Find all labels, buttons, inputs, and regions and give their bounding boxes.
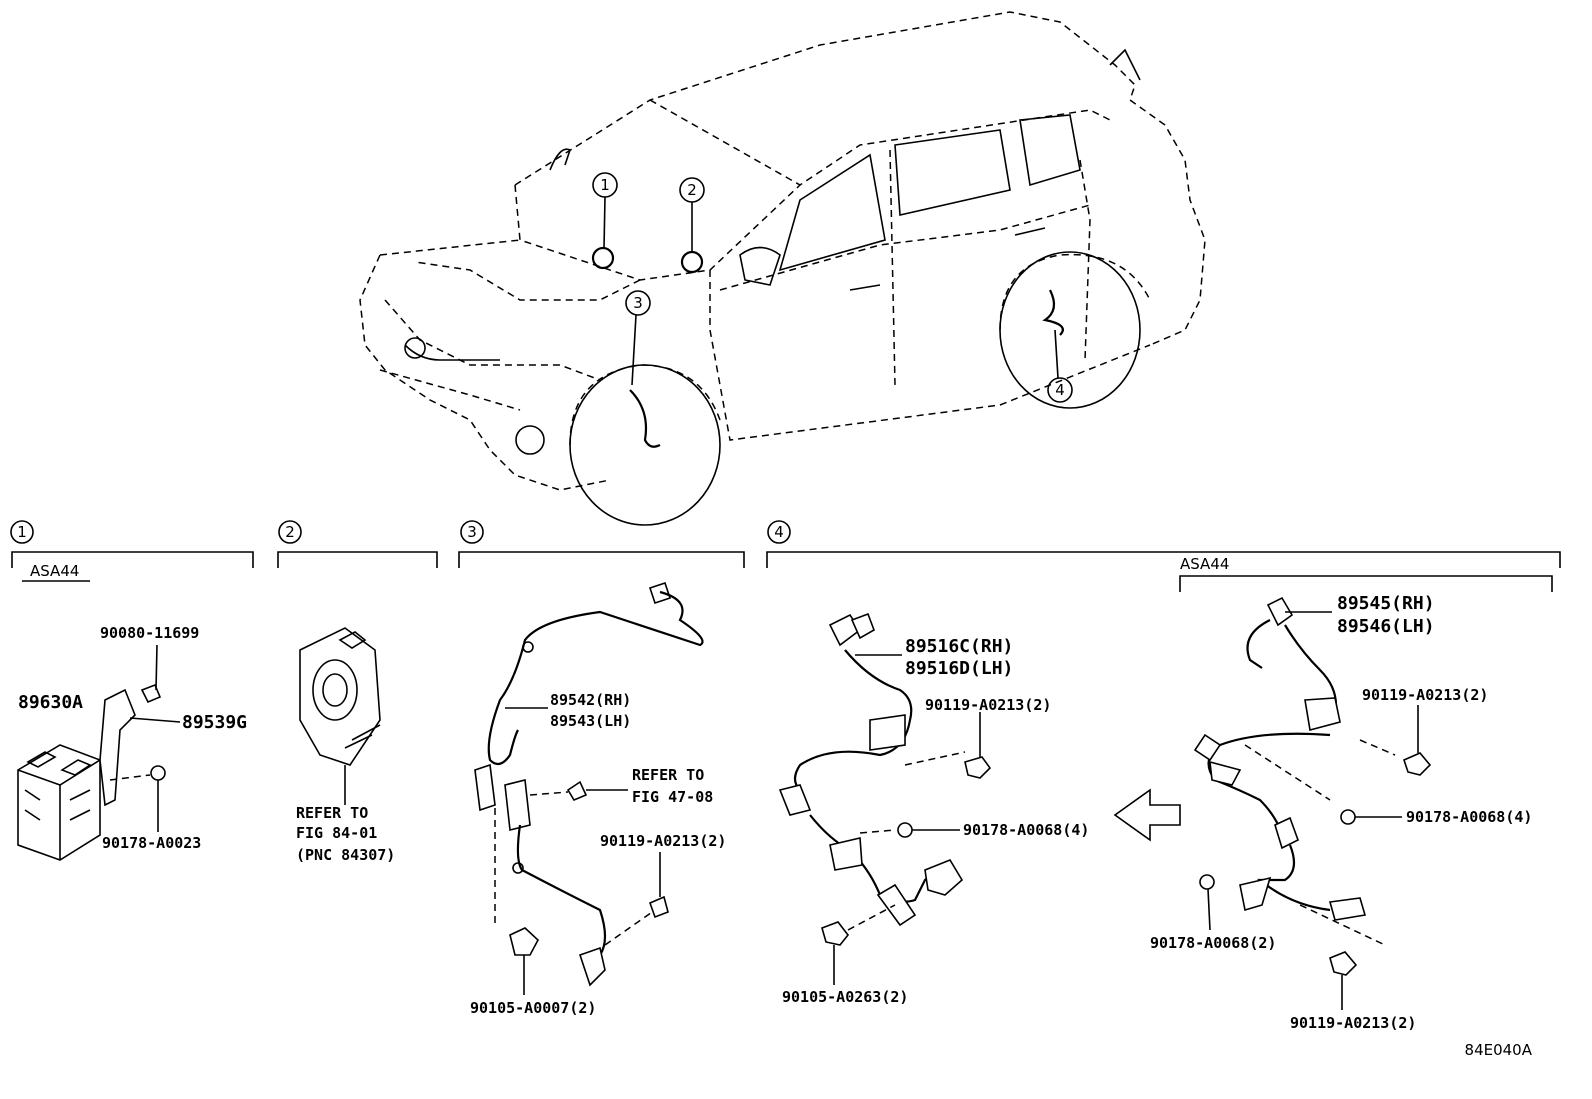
- section-3: 89542(RH) 89543(LH) REFER TO FIG 47-08 9…: [470, 581, 726, 1017]
- car-callout-2: 2: [679, 177, 705, 252]
- section-header-1: 1: [10, 520, 254, 568]
- vehicle-outline: [359, 11, 1206, 526]
- svg-text:2: 2: [687, 181, 697, 199]
- same-as-arrow: [1113, 788, 1181, 842]
- bolt-drawing-90119: [648, 852, 669, 919]
- nut-drawing-90178-right: [1340, 809, 1402, 825]
- part-90105-A0007: 90105-A0007(2): [470, 999, 596, 1017]
- figure-code: 84E040A: [1465, 1041, 1533, 1059]
- part-89539G: 89539G: [182, 712, 247, 733]
- section-2: REFER TO FIG 84-01 (PNC 84307): [296, 627, 395, 864]
- section-header-4: 4: [766, 520, 1561, 568]
- svg-text:2: 2: [285, 523, 295, 541]
- bolt-drawing-90119-left: [964, 712, 992, 779]
- part-89630A: 89630A: [18, 692, 83, 713]
- part-89546-lh: 89546(LH): [1337, 616, 1435, 637]
- section-4-left: 89516C(RH) 89516D(LH) 90119-A0213(2) 901…: [778, 612, 1089, 1006]
- car-callout-4: 4: [1047, 329, 1073, 403]
- part-90119-A0213: 90119-A0213(2): [600, 832, 726, 850]
- car-callout-3: 3: [625, 290, 651, 386]
- refer-text-line1: REFER TO: [296, 804, 368, 822]
- section-header-2: 2: [277, 520, 438, 568]
- svg-text:3: 3: [633, 294, 643, 312]
- part-90178-A0068-right-lower: 90178-A0068(2): [1150, 934, 1276, 952]
- part-89542-rh: 89542(RH): [550, 691, 631, 709]
- bolt-drawing-refer: [529, 780, 628, 802]
- nut-drawing-90178-right-lower: [1199, 874, 1215, 931]
- bolt-drawing-90119-right-lower: [1329, 951, 1358, 1010]
- nut-drawing: [109, 765, 166, 832]
- part-89545-rh: 89545(RH): [1337, 593, 1435, 614]
- part-89543-lh: 89543(LH): [550, 712, 631, 730]
- bracket-drawing: [99, 688, 136, 807]
- bolt-drawing: [140, 644, 162, 704]
- part-90119-A0213-right-lower: 90119-A0213(2): [1290, 1014, 1416, 1032]
- svg-text:4: 4: [1055, 381, 1065, 399]
- variant-label-asa44-right: ASA44: [1180, 555, 1229, 573]
- part-90178-A0068-left: 90178-A0068(4): [963, 821, 1089, 839]
- bolt-drawing-90119-right-upper: [1403, 705, 1432, 776]
- svg-text:4: 4: [774, 523, 784, 541]
- section-header-3: 3: [458, 520, 745, 568]
- part-89516C-rh: 89516C(RH): [905, 636, 1013, 657]
- spiral-cable-drawing: [299, 627, 381, 766]
- part-90080-11699: 90080-11699: [100, 624, 199, 642]
- section-1: ASA44 89630A 90080-11699 89539G 90178-A0…: [17, 562, 247, 861]
- refer-text-line3: (PNC 84307): [296, 846, 395, 864]
- part-90119-A0213-right-upper: 90119-A0213(2): [1362, 686, 1488, 704]
- nut-drawing-90178-left: [897, 822, 960, 838]
- rear-sensor-wire-drawing-left: [778, 612, 966, 927]
- refer-text-line2: FIG 47-08: [632, 788, 713, 806]
- part-90178-A0068-right: 90178-A0068(4): [1406, 808, 1532, 826]
- svg-text:1: 1: [600, 176, 610, 194]
- rear-sensor-wire-drawing-right: [1193, 596, 1396, 946]
- part-90119-A0213-left: 90119-A0213(2): [925, 696, 1051, 714]
- bolt-drawing-90105: [509, 927, 539, 995]
- part-89516D-lh: 89516D(LH): [905, 658, 1013, 679]
- svg-text:3: 3: [467, 523, 477, 541]
- refer-text-line1: REFER TO: [632, 766, 704, 784]
- front-sensor-wire-drawing: [474, 581, 704, 987]
- part-90178-A0023: 90178-A0023: [102, 834, 201, 852]
- refer-text-line2: FIG 84-01: [296, 824, 377, 842]
- svg-text:1: 1: [17, 523, 27, 541]
- part-90105-A0263: 90105-A0263(2): [782, 988, 908, 1006]
- variant-label-asa44: ASA44: [30, 562, 79, 580]
- section-4-right: ASA44 89545(RH) 89546(LH) 90119-A0213(2): [1150, 555, 1553, 1032]
- abs-module-drawing: [17, 744, 101, 861]
- car-callout-1: 1: [592, 172, 618, 249]
- bolt-drawing-90105-left: [821, 904, 896, 985]
